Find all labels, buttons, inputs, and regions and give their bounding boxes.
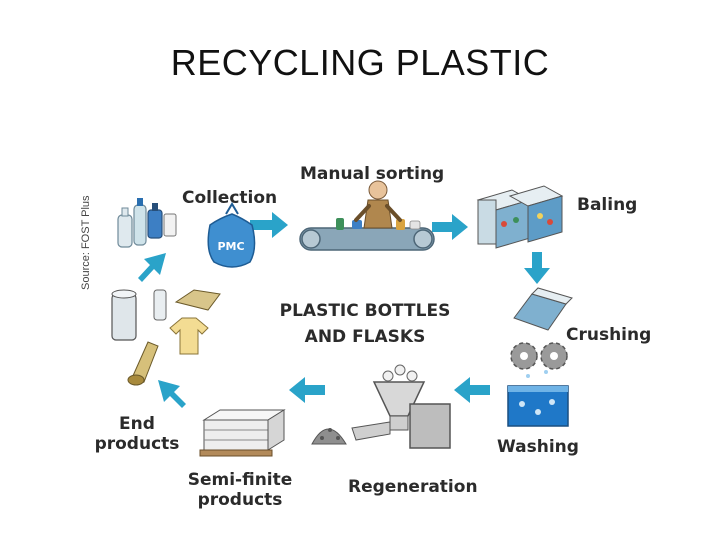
label-semi-finite-line1: Semi-finite (187, 470, 293, 490)
label-washing: Washing (497, 437, 579, 457)
center-title-line1: PLASTIC BOTTLES (279, 301, 451, 321)
label-manual-sorting: Manual sorting (300, 164, 445, 184)
washing-tank-illustration (507, 370, 569, 427)
label-regeneration: Regeneration (348, 477, 478, 497)
label-collection: Collection (182, 188, 278, 208)
label-end-products-line2: products (94, 434, 180, 454)
plastic-granules-pile (311, 428, 347, 445)
arrow-washing-to-regeneration (454, 377, 490, 403)
label-baling: Baling (577, 195, 638, 215)
label-crushing: Crushing (566, 325, 652, 345)
gear-icon (540, 342, 568, 370)
center-title-line2: AND FLASKS (304, 327, 426, 347)
regeneration-machine-illustration (351, 364, 451, 449)
label-semi-finite-products: Semi-finite products (180, 470, 300, 510)
crushing-bale-illustration (513, 287, 573, 331)
stacked-sacks-illustration (199, 409, 286, 457)
label-semi-finite-line2: products (197, 490, 283, 510)
label-end-products: End products (82, 414, 192, 454)
arrow-sorting-to-baling (432, 214, 468, 240)
arrow-regeneration-to-semi-finite (289, 377, 325, 403)
worker-figure (354, 180, 402, 229)
arrow-collection-to-sorting (250, 212, 288, 238)
diagram-center-title: PLASTIC BOTTLES AND FLASKS (270, 298, 460, 350)
label-end-products-line1: End (119, 414, 155, 434)
pmc-bag-label: PMC (217, 240, 244, 253)
arrow-baling-to-crushing (524, 252, 550, 284)
arrow-end-products-to-collection (138, 253, 166, 282)
conveyor-belt-illustration (299, 218, 435, 251)
end-products-illustration (111, 289, 221, 386)
gear-icon (510, 342, 538, 370)
slide-title: RECYCLING PLASTIC (170, 42, 550, 83)
bales-illustration (476, 185, 564, 249)
pmc-bag-icon (207, 202, 256, 268)
arrow-semi-finite-to-end-products (158, 380, 186, 408)
source-credit: Source: FOST Plus (80, 195, 92, 290)
collection-bottles-illustration (117, 198, 177, 248)
